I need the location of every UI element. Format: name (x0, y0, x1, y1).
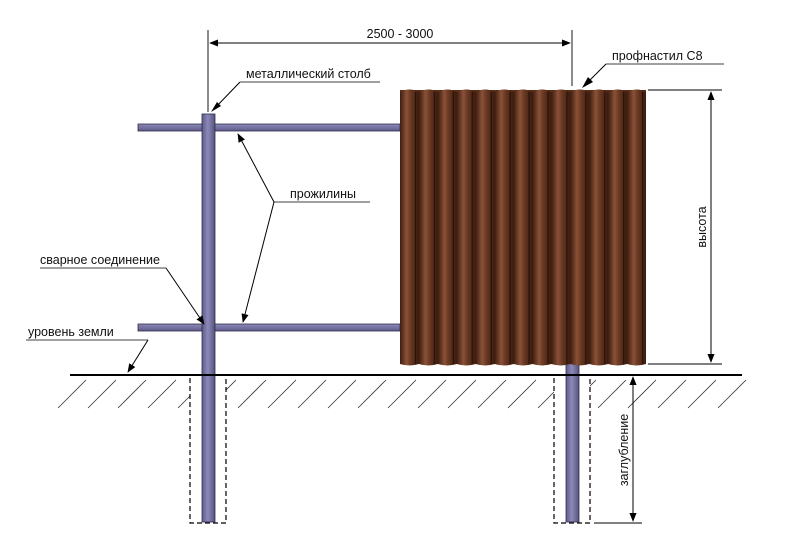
hatch-line (237, 379, 267, 409)
hatch-line (147, 379, 177, 409)
sheet-rib (589, 89, 609, 366)
post-callout: металлический столб (211, 67, 380, 112)
sheet-rib (494, 89, 514, 366)
depth-label: заглубление (617, 414, 631, 486)
weld-callout: сварное соединение (40, 253, 205, 325)
sheet-rib (551, 89, 571, 366)
rails-label: прожилины (290, 187, 356, 201)
bottom-rail (137, 323, 401, 332)
sheet-rib (456, 89, 476, 366)
hatch-line (717, 379, 747, 409)
hatch-line (687, 379, 717, 409)
sheet-rib (418, 89, 438, 366)
hatch-line (87, 379, 117, 409)
height-dimension: высота (648, 89, 722, 365)
sheet-rib (627, 89, 646, 366)
sheet-rib (475, 89, 495, 366)
hatch-line (597, 379, 627, 409)
left-metal-post (201, 113, 216, 523)
hatch-line (267, 379, 297, 409)
sheet-callout: профнастил С8 (582, 49, 724, 88)
sheet-rib (608, 89, 628, 366)
hatch-line (477, 379, 507, 409)
hatch-line (417, 379, 447, 409)
hatch-line (297, 379, 327, 409)
span-dimension: 2500 - 3000 (207, 27, 573, 112)
hatch-line (507, 379, 537, 409)
corrugated-sheet (400, 89, 646, 366)
top-rail (137, 123, 401, 132)
hatch-line (57, 379, 87, 409)
hatch-line (657, 379, 687, 409)
depth-dimension: заглубление (594, 376, 642, 524)
ground-label: уровень земли (28, 325, 114, 339)
hatch-line (447, 379, 477, 409)
rails-callout: прожилины (237, 133, 370, 323)
height-label: высота (695, 206, 709, 247)
weld-label: сварное соединение (40, 253, 160, 267)
hatch-line (627, 379, 657, 409)
sheet-rib (437, 89, 457, 366)
hatch-line (327, 379, 357, 409)
span-label: 2500 - 3000 (367, 27, 434, 41)
ground-hatching (57, 379, 747, 409)
post-label: металлический столб (246, 67, 371, 81)
hatch-line (117, 379, 147, 409)
hatch-line (387, 379, 417, 409)
ground-callout: уровень земли (26, 325, 149, 373)
sheet-rib (400, 89, 419, 366)
right-metal-post (565, 359, 580, 523)
sheet-label: профнастил С8 (612, 49, 703, 63)
sheet-rib (570, 89, 590, 366)
sheet-rib (513, 89, 533, 366)
sheet-rib (532, 89, 552, 366)
hatch-line (357, 379, 387, 409)
